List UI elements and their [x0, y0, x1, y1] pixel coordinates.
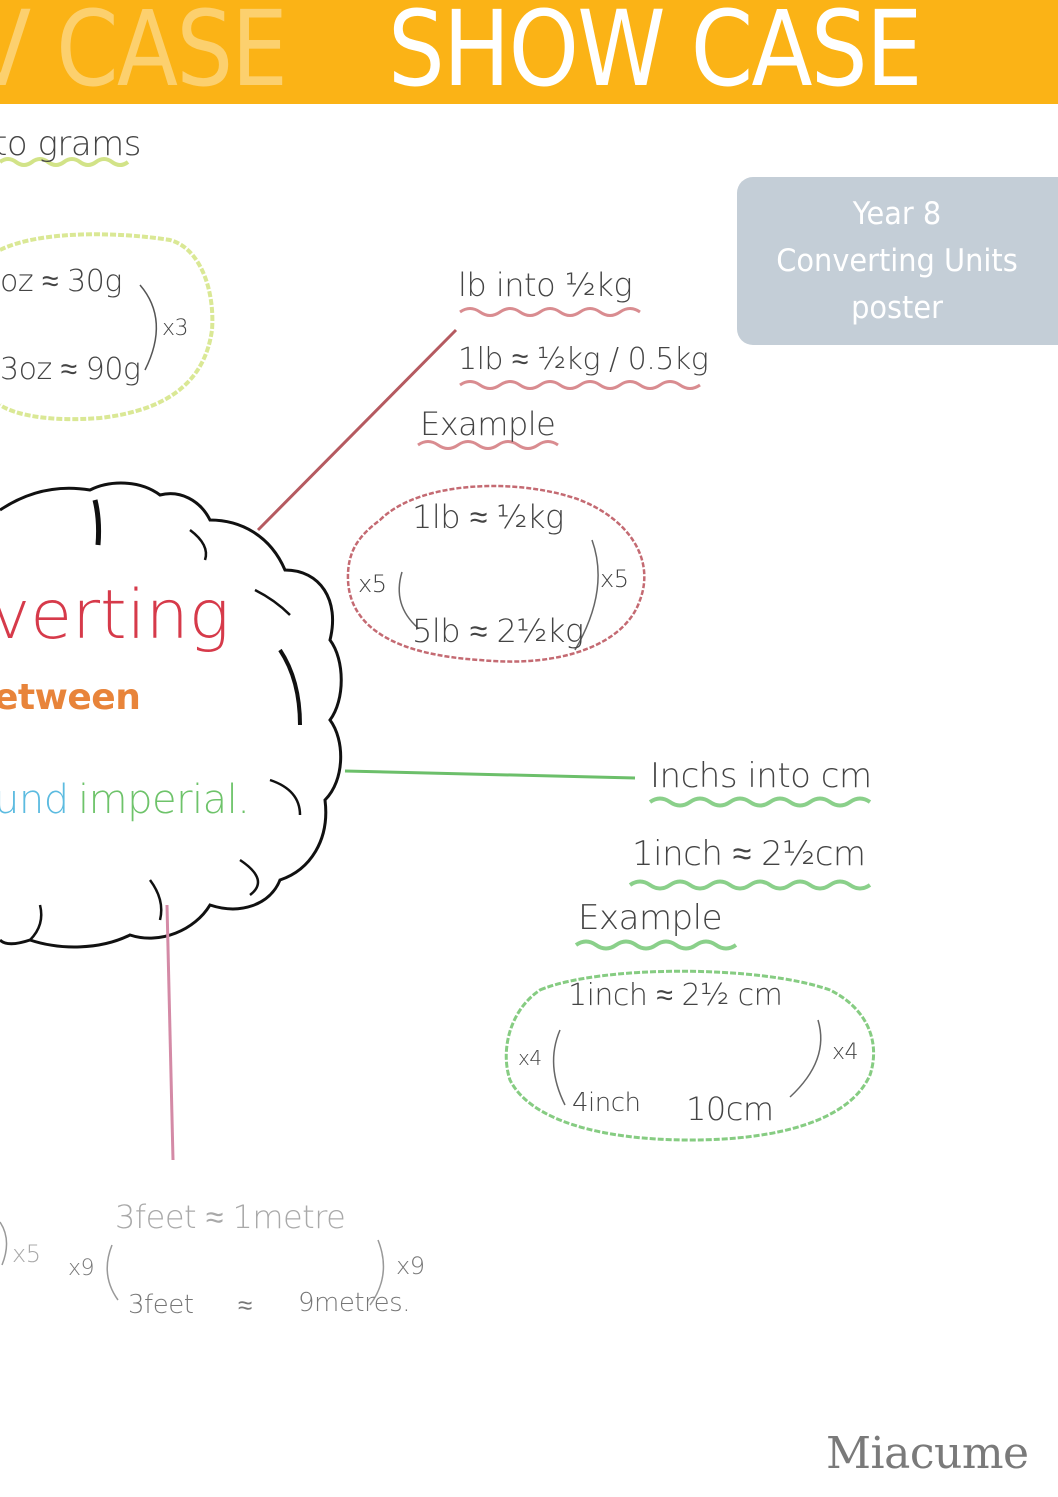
cm-rule: 1inch ≈ 2½cm — [632, 834, 866, 874]
info-topic: Converting Units — [776, 243, 1018, 279]
kg-cloud — [346, 484, 646, 663]
kg-rule-underline — [459, 380, 701, 390]
kg-heading: lb into ½kg — [458, 266, 633, 304]
metre-connector — [165, 904, 175, 1161]
metre-line2-approx: ≈ — [238, 1291, 252, 1321]
cm-left-multiplier: x4 — [518, 1046, 542, 1070]
cm-box-line2-inch: 4inch — [572, 1088, 641, 1118]
cm-right-multiplier: x4 — [832, 1040, 859, 1065]
metre-left-multiplier: x9 — [68, 1256, 95, 1281]
kg-connector — [256, 328, 458, 532]
kg-left-multiplier: x5 — [358, 570, 387, 598]
metre-stray-multiplier: x5 — [12, 1240, 41, 1268]
poster-info-box: Year 8 Converting Units poster — [737, 177, 1058, 345]
kg-right-multiplier: x5 — [600, 565, 629, 593]
cm-box-line1: 1inch ≈ 2½ cm — [568, 978, 783, 1013]
grams-box-line1: oz ≈ 30g — [0, 264, 122, 299]
show-case-banner: V CASE SHOW CASE — [0, 0, 1058, 104]
metre-line1: 3feet ≈ 1metre — [115, 1198, 346, 1236]
grams-cloud — [0, 232, 215, 422]
banner-ghost-text: V CASE — [0, 0, 288, 104]
metre-line2-metres: 9metres. — [298, 1288, 410, 1318]
kg-example-underline — [417, 440, 559, 450]
info-year: Year 8 — [852, 196, 942, 232]
cm-connector — [344, 769, 636, 780]
cm-box-line2-cm: 10cm — [686, 1090, 774, 1128]
grams-box-line2: 3oz ≈ 90g — [0, 352, 141, 387]
cloud-title-and: und — [0, 777, 69, 823]
kg-rule: 1lb ≈ ½kg / 0.5kg — [458, 342, 709, 377]
cm-cloud — [504, 969, 876, 1142]
center-cloud — [0, 481, 343, 949]
cm-example-underline — [574, 939, 738, 951]
kg-box-line2: 5lb ≈ 2½kg — [412, 612, 584, 650]
metre-right-multiplier: x9 — [396, 1252, 425, 1280]
cm-heading: Inchs into cm — [650, 756, 872, 796]
cloud-title-between: etween — [0, 677, 141, 718]
grams-underline — [0, 157, 130, 167]
grams-heading: to grams — [0, 124, 142, 164]
banner-divider — [103, 104, 1038, 107]
metre-line2-feet: 3feet — [128, 1290, 194, 1320]
kg-heading-underline — [459, 307, 641, 317]
kg-box-line1: 1lb ≈ ½kg — [412, 498, 564, 536]
kg-example-label: Example — [420, 405, 556, 443]
cm-example-label: Example — [578, 898, 723, 938]
cm-rule-underline — [628, 879, 872, 891]
cloud-title-converting: verting — [0, 576, 230, 655]
banner-title: SHOW CASE — [388, 0, 922, 104]
author-signature: Miacume — [826, 1428, 1029, 1479]
grams-multiplier: x3 — [162, 316, 189, 341]
cm-heading-underline — [648, 796, 872, 808]
cloud-title-imperial: imperial. — [78, 777, 250, 823]
info-type: poster — [851, 290, 943, 326]
